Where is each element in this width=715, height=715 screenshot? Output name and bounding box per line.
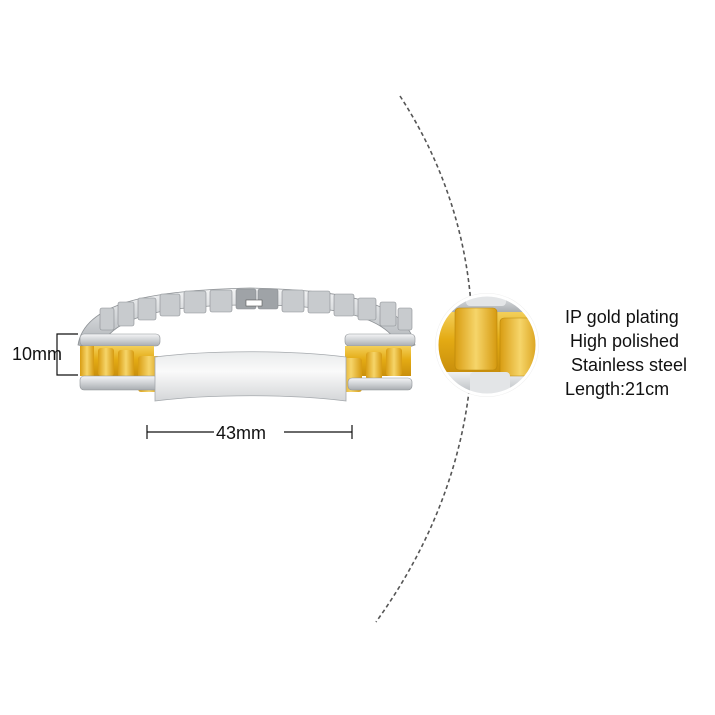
feature-length: Length:21cm <box>565 379 670 399</box>
detail-zoom-circle <box>435 293 539 397</box>
feature-stainless-steel: Stainless steel <box>571 355 688 375</box>
feature-high-polished: High polished <box>570 331 680 351</box>
bracelet <box>77 287 416 402</box>
length-dimension-label: 43mm <box>216 423 267 443</box>
id-plate <box>154 351 347 402</box>
feature-gold-plating: IP gold plating <box>565 307 679 327</box>
height-dimension-bracket <box>56 333 78 376</box>
length-dimension-line <box>146 425 353 439</box>
width-dimension-label: 10mm <box>12 344 63 364</box>
